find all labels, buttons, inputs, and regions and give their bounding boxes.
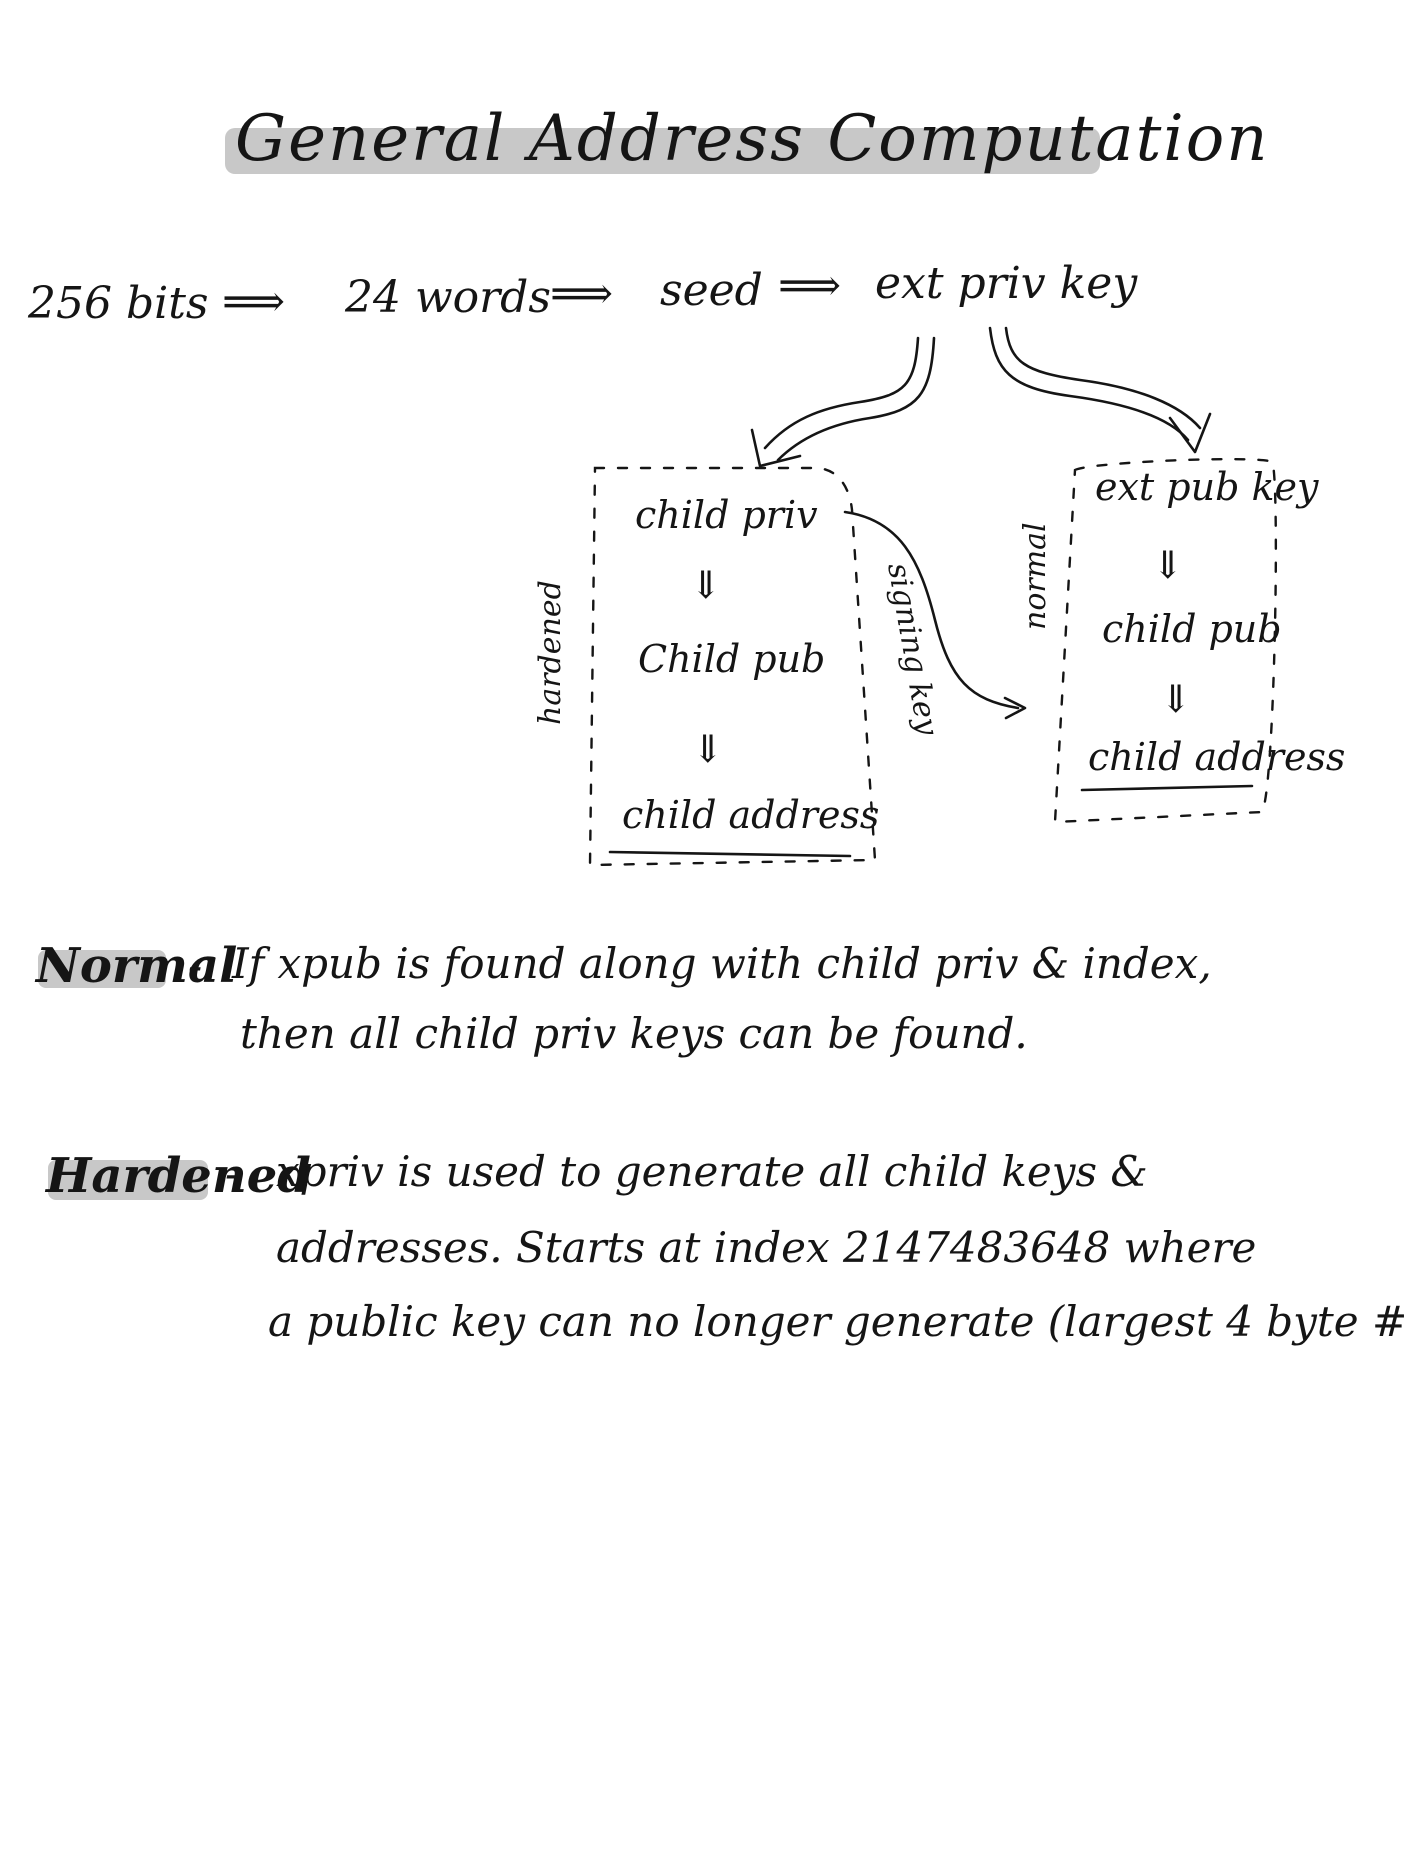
normal-down-arrow-1: ⇓: [1152, 543, 1184, 587]
hardened-address-underline: [608, 850, 852, 858]
normal-child-pub: child pub: [1102, 607, 1282, 651]
hardened-note-line-1: xpriv is used to generate all child keys…: [276, 1147, 1148, 1196]
signing-key-connector: [843, 510, 1020, 710]
hardened-note-line-2: addresses. Starts at index 2147483648 wh…: [276, 1223, 1256, 1272]
hardened-dash: -: [225, 1149, 239, 1198]
hardened-box-outline: [588, 466, 877, 867]
hardened-side-label: hardened: [533, 580, 568, 725]
hardened-note-line-3: a public key can no longer generate (lar…: [268, 1297, 1404, 1346]
normal-side-label: normal: [1018, 522, 1053, 630]
normal-term: Normal: [34, 938, 237, 994]
normal-ext-pub-key: ext pub key: [1095, 465, 1319, 509]
normal-child-address: child address: [1088, 735, 1345, 779]
flow-step-words: 24 words: [344, 272, 551, 323]
flow-step-seed: seed: [660, 265, 763, 316]
hardened-child-address: child address: [622, 793, 879, 837]
normal-address-underline: [1080, 784, 1254, 792]
normal-note-line-2: then all child priv keys can be found.: [240, 1009, 1028, 1058]
flow-arrow-3: ⟹: [778, 260, 841, 311]
title-highlight: [225, 128, 1100, 174]
hardened-child-pub: Child pub: [638, 637, 825, 681]
flow-step-bits: 256 bits: [27, 278, 208, 329]
branch-arrow-hardened: [750, 336, 936, 468]
hardened-down-arrow-2: ⇓: [692, 727, 724, 771]
hardened-down-arrow-1: ⇓: [690, 563, 722, 607]
page-title: General Address Computation: [235, 102, 1270, 176]
hardened-term-highlight: [48, 1160, 208, 1200]
signing-key-label: signing key: [880, 560, 945, 739]
normal-dash: -: [188, 941, 202, 990]
flow-step-ext-priv-key: ext priv key: [875, 258, 1138, 309]
normal-term-highlight: [38, 950, 166, 988]
flow-arrow-2: ⟹: [550, 268, 613, 319]
signing-key-arrowhead: [1003, 696, 1027, 720]
hardened-child-priv: child priv: [635, 493, 818, 537]
normal-note-line-1: If xpub is found along with child priv &…: [231, 939, 1212, 988]
branch-arrow-normal: [988, 326, 1212, 454]
normal-box-outline: [1053, 457, 1278, 824]
normal-down-arrow-2: ⇓: [1160, 677, 1192, 721]
flow-arrow-1: ⟹: [222, 276, 285, 327]
hardened-term: Hardened: [44, 1148, 311, 1204]
